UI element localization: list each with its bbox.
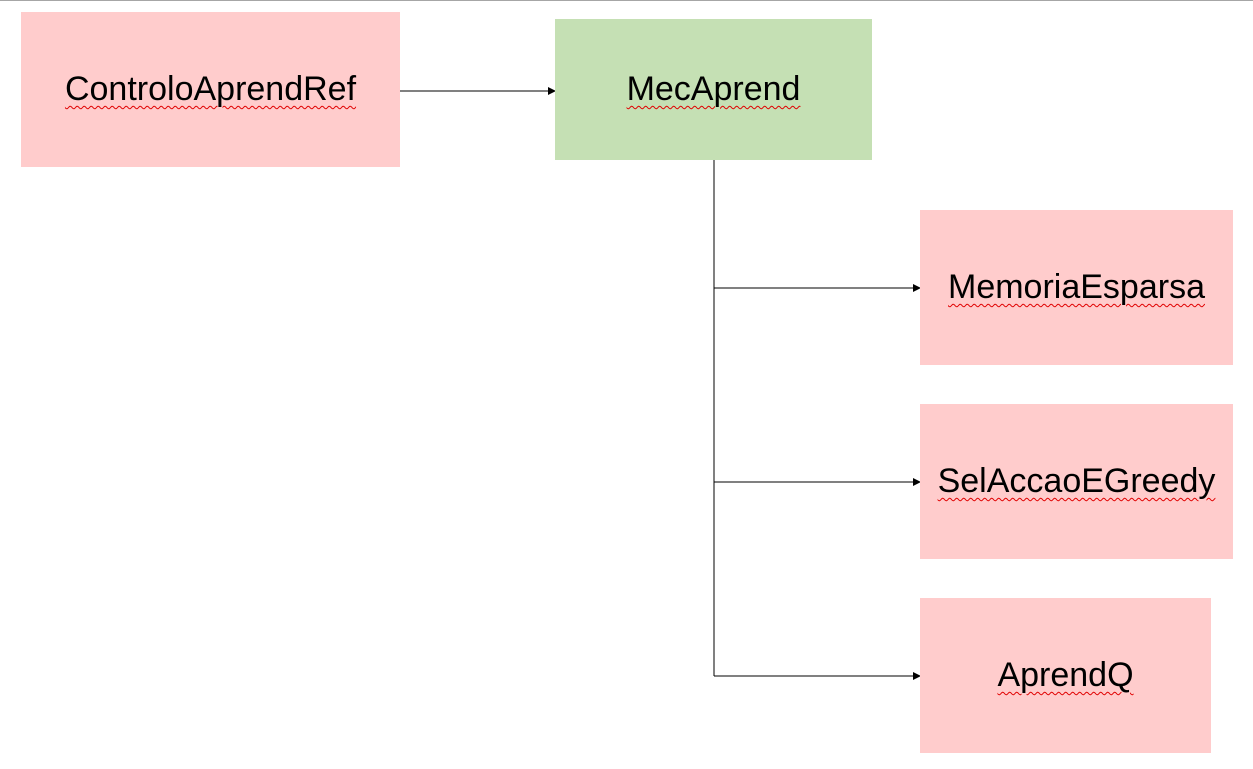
- node-label: MemoriaEsparsa: [948, 268, 1205, 306]
- node-label: ControloAprendRef: [64, 70, 357, 108]
- node-memoria-esparsa[interactable]: MemoriaEsparsa: [920, 210, 1233, 365]
- node-sel-accao-egreedy[interactable]: SelAccaoEGreedy: [920, 404, 1233, 559]
- node-label: MecAprend: [626, 70, 801, 108]
- node-label: SelAccaoEGreedy: [937, 462, 1216, 500]
- node-controlo-aprend-ref[interactable]: ControloAprendRef: [21, 12, 400, 167]
- node-label: AprendQ: [997, 656, 1134, 694]
- node-mec-aprend[interactable]: MecAprend: [555, 19, 872, 160]
- page-top-border: [0, 0, 1253, 1]
- node-aprendq[interactable]: AprendQ: [920, 598, 1211, 753]
